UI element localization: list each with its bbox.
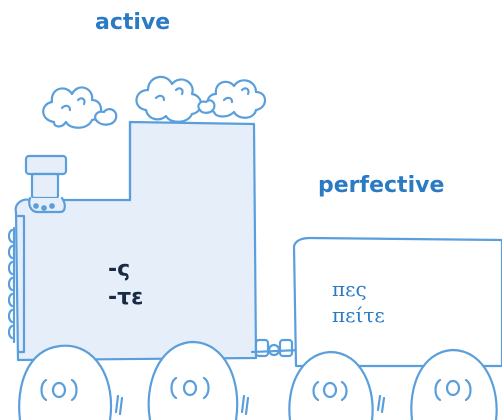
steam-cloud-1 bbox=[42, 86, 103, 129]
form-plural: πείτε bbox=[332, 303, 385, 327]
chimney bbox=[24, 154, 68, 214]
steam-puff-small bbox=[94, 99, 216, 126]
locomotive-endings: -ς -τε bbox=[108, 256, 143, 312]
steam-cloud-2 bbox=[135, 75, 203, 123]
form-singular: πες bbox=[332, 277, 367, 301]
steam-cloud-3 bbox=[206, 79, 267, 119]
motion-lines bbox=[114, 394, 386, 416]
locomotive-wheel-rear bbox=[147, 340, 239, 420]
wagon-body bbox=[292, 236, 502, 368]
wagon-wheel-rear bbox=[410, 348, 498, 420]
locomotive-wheel-front bbox=[18, 344, 113, 420]
locomotive-grille bbox=[7, 214, 26, 354]
wagon-wheel-front bbox=[288, 350, 374, 420]
ending-singular: -ς bbox=[108, 257, 131, 282]
wagon-label: perfective bbox=[318, 173, 445, 198]
ending-plural: -τε bbox=[108, 285, 144, 310]
train-coupling bbox=[250, 338, 302, 358]
locomotive-label: active bbox=[95, 10, 171, 35]
wagon-forms: πες πείτε bbox=[332, 276, 385, 328]
